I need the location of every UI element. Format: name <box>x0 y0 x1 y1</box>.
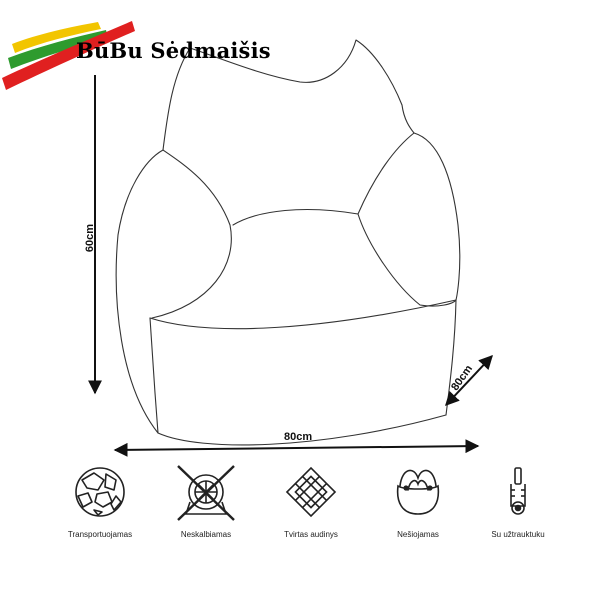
depth-dimension-arrow <box>445 354 493 407</box>
feature-label-no-wash: Neskalbiamas <box>180 530 232 539</box>
flag-stroke-green <box>8 30 108 69</box>
zipper-icon <box>510 467 526 515</box>
width-dimension-label: 80cm <box>284 431 313 443</box>
feature-label-portable: Nešiojamas <box>397 530 439 539</box>
stone-ball-icon <box>75 467 125 517</box>
no-wash-icon <box>177 465 235 521</box>
chair-left-outer <box>115 149 164 434</box>
feature-label-zipper: Su užtrauktuku <box>491 530 545 539</box>
flag-stroke-yellow <box>12 22 101 53</box>
woven-fabric-icon <box>285 466 337 518</box>
height-dimension-label: 60cm <box>84 223 97 253</box>
bean-bag-chair-drawing <box>115 39 461 446</box>
chair-left-front-fold <box>149 317 159 434</box>
width-dimension-arrow <box>113 439 480 457</box>
chair-right-outer <box>413 132 461 301</box>
feature-label-durable-fabric: Tvirtas audinys <box>284 530 338 539</box>
flag-stroke-red <box>2 21 135 90</box>
chair-right-arm <box>357 132 457 307</box>
carry-bag-icon <box>396 469 440 515</box>
chair-seat-back-edge <box>232 208 359 226</box>
chair-backrest <box>162 39 415 151</box>
chair-left-arm <box>151 149 232 319</box>
brand-title: BūBu Sėdmaišis <box>76 38 271 63</box>
chair-seat-front <box>149 299 457 416</box>
flag-logo-icon <box>2 21 135 90</box>
feature-label-transportable: Transportuojamas <box>67 530 133 539</box>
